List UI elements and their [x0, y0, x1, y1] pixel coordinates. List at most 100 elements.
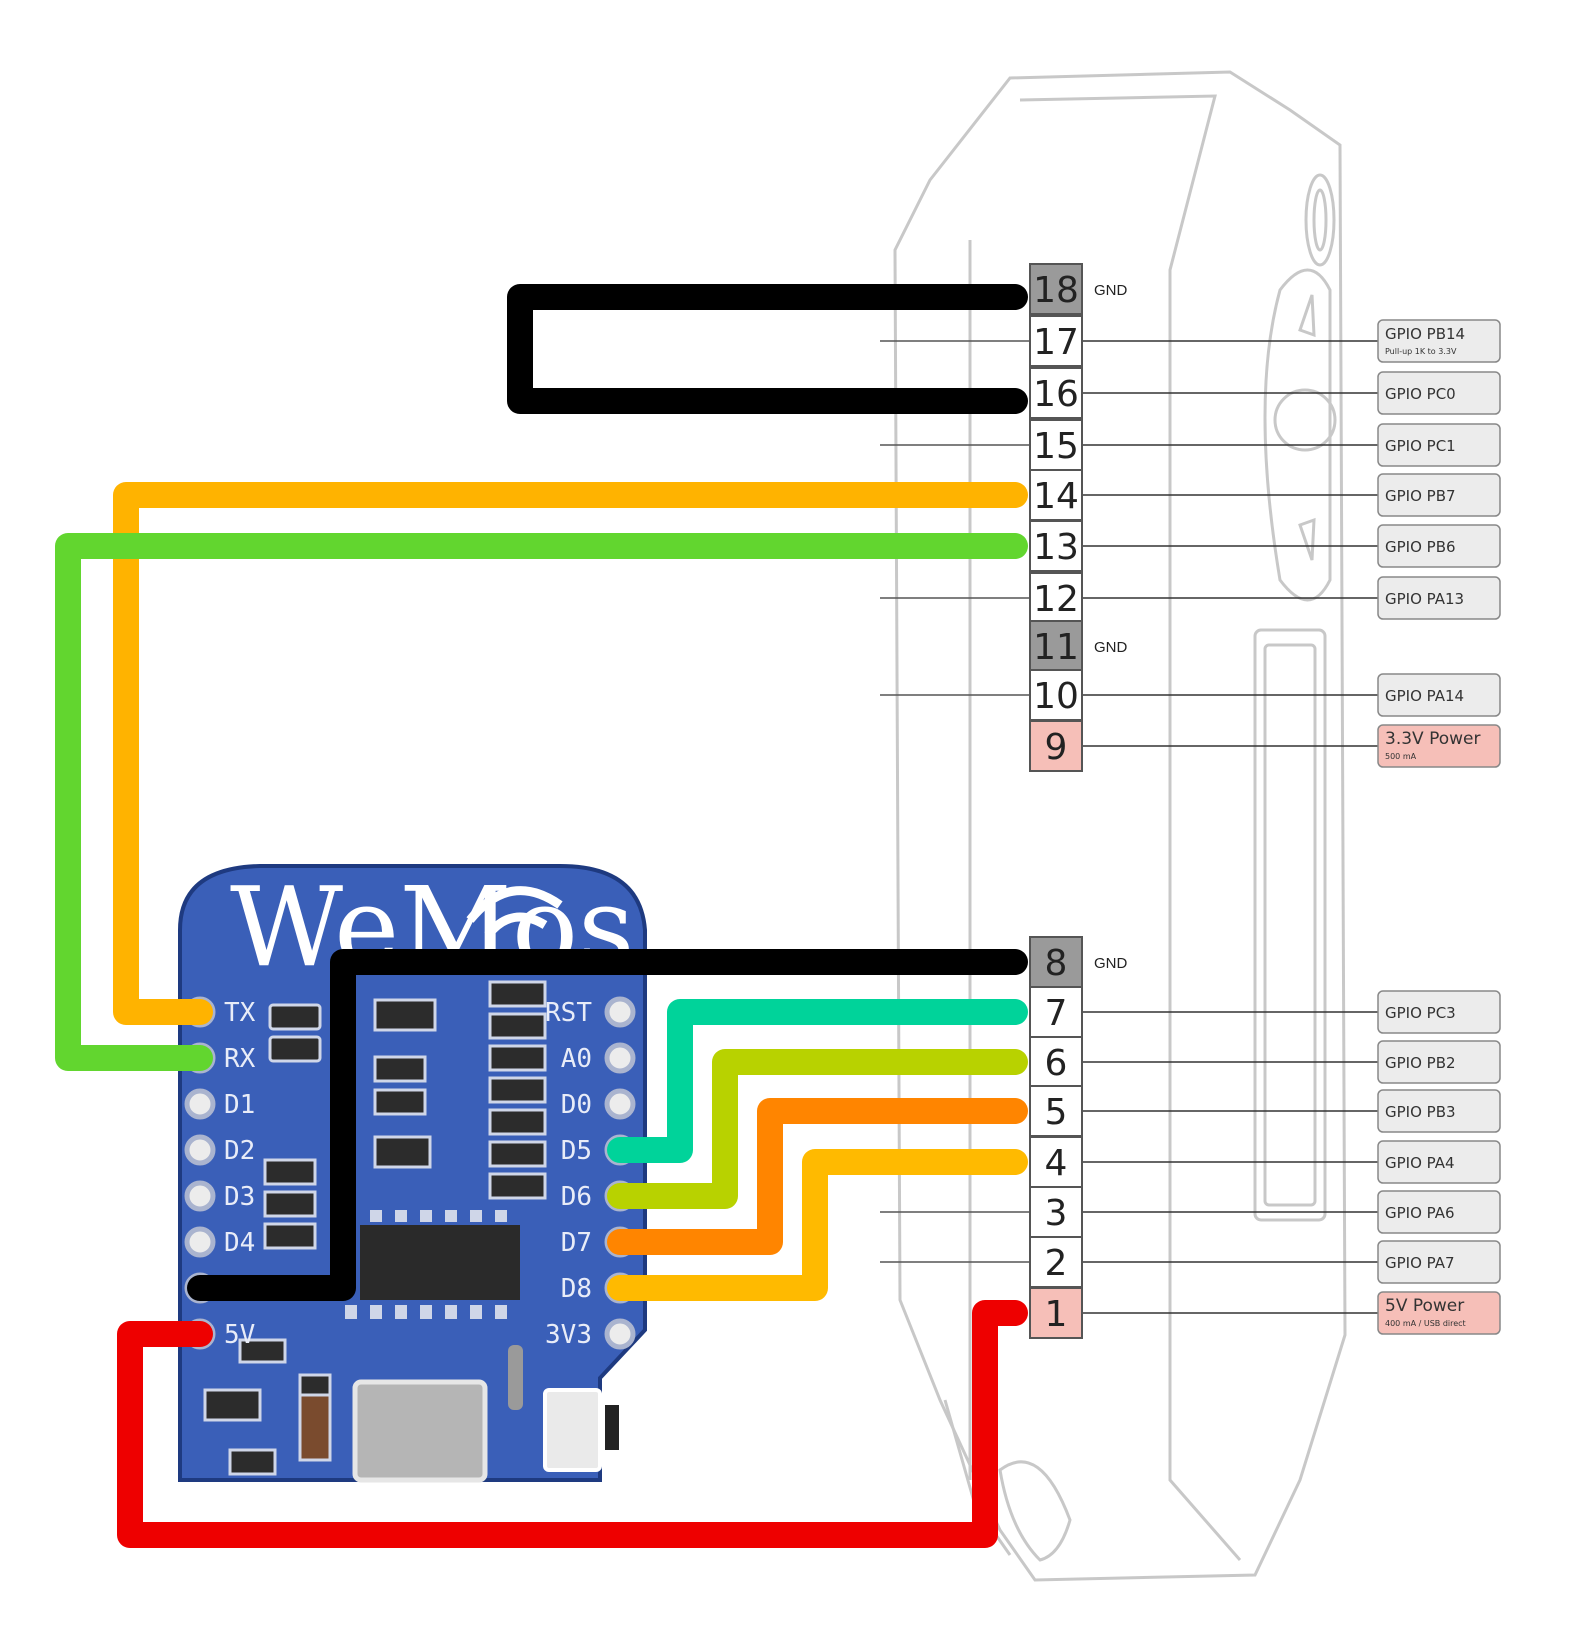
header-pin-label: 6 [1045, 1043, 1068, 1084]
usb-connector [543, 1388, 602, 1472]
gpio-label: GPIO PB14 [1385, 325, 1465, 343]
wire-5v-to-header-1 [117, 1300, 1028, 1548]
header-pin-2 [1029, 1236, 1083, 1288]
gpio-box-3 [1377, 1190, 1501, 1234]
gpio-box-17 [1377, 319, 1501, 363]
gnd-label: GND [1094, 955, 1128, 972]
board-pin-label: TX [224, 998, 256, 1028]
board-pin-label: 3V3 [545, 1320, 592, 1350]
header-pin-7 [1029, 986, 1083, 1038]
board-pad-d4 [184, 1226, 216, 1258]
header-pin-16 [1029, 367, 1083, 419]
header-pin-12 [1029, 572, 1083, 624]
header-pin-8 [1029, 936, 1083, 988]
board-pin-label: D4 [224, 1228, 255, 1258]
gpio-box-10 [1377, 673, 1501, 717]
gpio-box-16 [1377, 371, 1501, 415]
gpio-box-7 [1377, 990, 1501, 1034]
gpio-sublabel: Pull-up 1K to 3.3V [1385, 347, 1457, 356]
header-pin-label: 1 [1045, 1294, 1068, 1335]
wire-d5-to-header-7 [607, 999, 1028, 1163]
header-pin-label: 7 [1045, 993, 1068, 1034]
board-pin-label: D6 [561, 1182, 592, 1212]
gpio-box-4 [1377, 1140, 1501, 1184]
board-pad-d2 [184, 1134, 216, 1166]
board-pin-label: A0 [561, 1044, 592, 1074]
gpio-label: 5V Power [1385, 1296, 1464, 1316]
header-pin-label: 15 [1033, 426, 1079, 467]
wire-header-18-to-header-16 [507, 284, 1028, 414]
header-pin-label: 13 [1033, 527, 1079, 568]
gnd-label: GND [1094, 282, 1128, 299]
gpio-box-9 [1377, 724, 1501, 768]
gpio-box-2 [1377, 1240, 1501, 1284]
gpio-label: GPIO PC3 [1385, 1004, 1456, 1022]
header-pin-label: 16 [1033, 374, 1079, 415]
board-pad-d0 [604, 1088, 636, 1120]
wire-d6-to-header-6 [607, 1049, 1028, 1209]
gpio-label: GPIO PB3 [1385, 1103, 1456, 1121]
gpio-box-6 [1377, 1040, 1501, 1084]
header-pin-label: 8 [1045, 943, 1068, 984]
board-pad-3v3 [604, 1318, 636, 1350]
gpio-label: GPIO PA6 [1385, 1204, 1455, 1222]
wire-tx-to-header-14 [113, 482, 1028, 1025]
wire-rx-to-header-13 [55, 533, 1028, 1071]
gpio-label: GPIO PC0 [1385, 385, 1456, 403]
gpio-sublabel: 500 mA [1385, 752, 1417, 761]
header-pin-label: 18 [1033, 270, 1079, 311]
device-outline [893, 70, 1347, 1582]
gpio-box-1 [1377, 1291, 1501, 1335]
left-leader-lines [880, 340, 1030, 1263]
header-pin-9 [1029, 720, 1083, 772]
gpio-label: GPIO PA13 [1385, 590, 1464, 608]
board-pad-rst [604, 996, 636, 1028]
board-pin-label: D3 [224, 1182, 255, 1212]
gpio-label: GPIO PB6 [1385, 538, 1456, 556]
gpio-label: GPIO PB7 [1385, 487, 1456, 505]
header-pin-label: 4 [1045, 1143, 1068, 1184]
wemos-d1-mini-board: WeMos [178, 863, 647, 1483]
wire-d8-to-header-4 [607, 1149, 1028, 1301]
header-pin-label: 14 [1033, 476, 1079, 517]
board-pad-d3 [184, 1180, 216, 1212]
gpio-label: 3.3V Power [1385, 729, 1480, 749]
board-pin-label: D1 [224, 1090, 255, 1120]
gpio-label: GPIO PA14 [1385, 687, 1464, 705]
right-leader-lines [1082, 340, 1378, 1314]
header-pin-14 [1029, 469, 1083, 521]
header-pin-13 [1029, 520, 1083, 572]
gpio-box-12 [1377, 576, 1501, 620]
header-pin-4 [1029, 1136, 1083, 1188]
header-pin-label: 9 [1045, 727, 1068, 768]
header-pin-15 [1029, 419, 1083, 471]
gpio-label: GPIO PA7 [1385, 1254, 1455, 1272]
header-pin-18 [1029, 263, 1083, 315]
board-pin-label: D8 [561, 1274, 592, 1304]
header-pin-label: 5 [1045, 1092, 1068, 1133]
header-pin-label: 2 [1045, 1243, 1068, 1284]
gnd-label: GND [1094, 639, 1128, 656]
wire-d7-to-header-5 [607, 1098, 1028, 1255]
board-pad-a0 [604, 1042, 636, 1074]
chip-ch340 [360, 1225, 520, 1300]
gpio-label: GPIO PC1 [1385, 437, 1456, 455]
board-pin-label: D5 [561, 1136, 592, 1166]
board-pin-label: RST [545, 998, 592, 1028]
gpio-label: GPIO PB2 [1385, 1054, 1456, 1072]
header-pin-label: 17 [1033, 322, 1079, 363]
wires [55, 284, 1028, 1548]
gpio-box-14 [1377, 473, 1501, 517]
header-pin-label: 11 [1033, 627, 1079, 668]
header-pin-1 [1029, 1287, 1083, 1339]
board-pin-label: 5V [224, 1320, 255, 1350]
wifi-icon [466, 886, 563, 938]
board-pin-label: D7 [561, 1228, 592, 1258]
header-pin-label: 12 [1033, 579, 1079, 620]
header-pin-17 [1029, 315, 1083, 367]
board-pin-label: RX [224, 1044, 256, 1074]
header-pin-6 [1029, 1036, 1083, 1088]
